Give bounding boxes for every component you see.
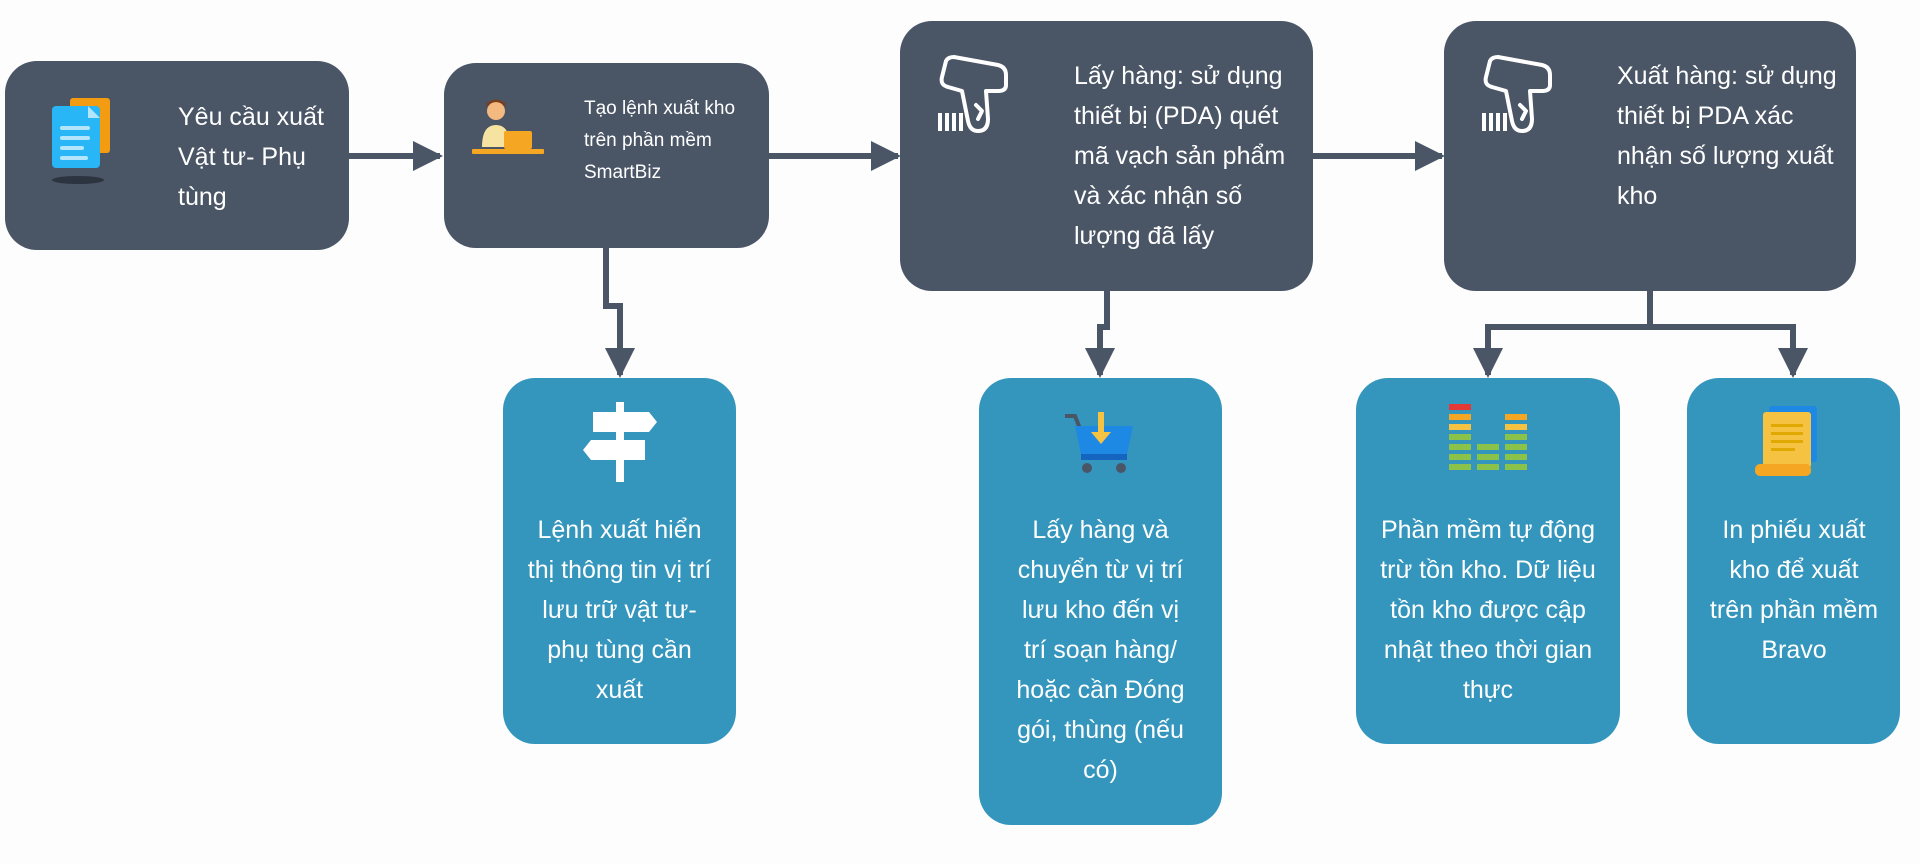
detail-box-pick-move: Lấy hàng và chuyển từ vị trí lưu kho đến…: [979, 378, 1222, 825]
level-meter-icon: [1449, 404, 1527, 470]
detail-box-auto-stock: Phần mềm tự động trừ tồn kho. Dữ liệu tồ…: [1356, 378, 1620, 744]
arrow-step3-detail2: [1085, 290, 1115, 378]
detail-box-print-slip: In phiếu xuất kho để xuất trên phần mềm …: [1687, 378, 1900, 744]
step-text-picking: Lấy hàng: sử dụng thiết bị (PDA) quét mã…: [1074, 62, 1286, 250]
person-laptop-icon: [472, 99, 544, 154]
step-box-create-order: Tạo lệnh xuất kho trên phần mềm SmartBiz: [444, 63, 769, 248]
step-box-request: Yêu cầu xuất Vật tư- Phụ tùng: [5, 61, 349, 250]
document-icon: [52, 98, 110, 184]
step-text-create-order: Tạo lệnh xuất kho trên phần mềm SmartBiz: [584, 98, 736, 183]
arrow-step4-detail3: [1473, 290, 1653, 378]
step-box-picking: Lấy hàng: sử dụng thiết bị (PDA) quét mã…: [900, 21, 1313, 291]
step-text-request: Yêu cầu xuất Vật tư- Phụ tùng: [178, 103, 324, 211]
barcode-scanner-icon: [938, 55, 1008, 133]
arrow-step4-detail4: [1650, 324, 1808, 378]
detail-text-pick-move: Lấy hàng và chuyển từ vị trí lưu kho đến…: [1016, 516, 1185, 784]
detail-text-auto-stock: Phần mềm tự động trừ tồn kho. Dữ liệu tồ…: [1380, 516, 1596, 704]
signpost-icon: [583, 402, 657, 482]
printed-slip-icon: [1755, 406, 1817, 476]
detail-text-print-slip: In phiếu xuất kho để xuất trên phần mềm …: [1709, 516, 1879, 664]
detail-text-order-location: Lệnh xuất hiển thị thông tin vị trí lưu …: [527, 516, 712, 704]
step-text-dispatch: Xuất hàng: sử dụng thiết bị PDA xác nhận…: [1617, 62, 1837, 210]
barcode-scanner-icon: [1482, 55, 1552, 133]
shopping-cart-icon: [1065, 412, 1133, 473]
detail-box-order-location: Lệnh xuất hiển thị thông tin vị trí lưu …: [503, 378, 736, 744]
arrow-step2-detail1: [603, 248, 635, 378]
step-box-dispatch: Xuất hàng: sử dụng thiết bị PDA xác nhận…: [1444, 21, 1856, 291]
